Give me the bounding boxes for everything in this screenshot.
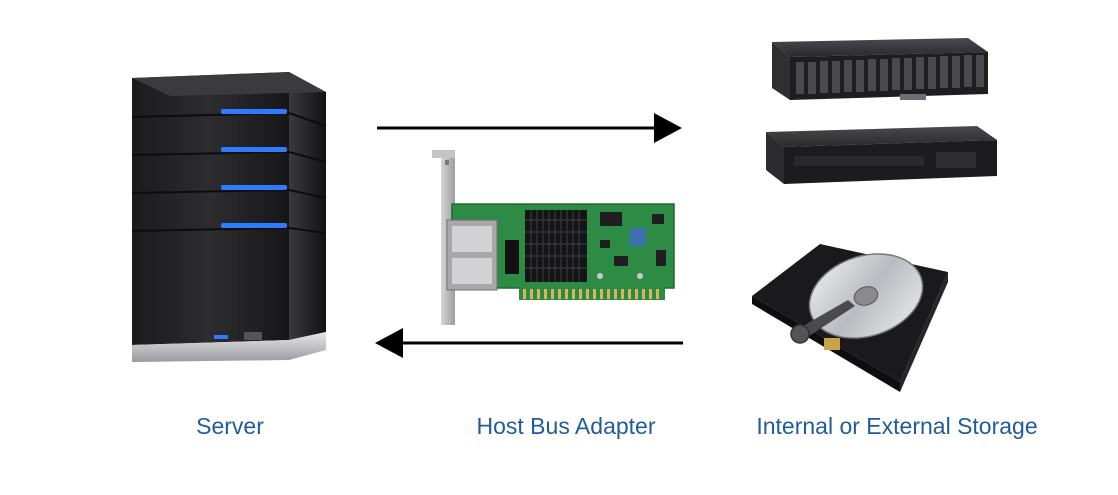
hba-label: Host Bus Adapter <box>476 413 656 439</box>
hard-drive-icon <box>752 244 948 392</box>
arrow-left-icon <box>375 328 683 358</box>
hba-card-icon <box>432 150 675 325</box>
server-tower-icon <box>97 52 369 400</box>
server-label: Server <box>196 413 264 439</box>
storage-label: Internal or External Storage <box>756 413 1038 439</box>
rack-storage-array-icon <box>766 38 997 184</box>
arrow-right-icon <box>377 113 682 143</box>
